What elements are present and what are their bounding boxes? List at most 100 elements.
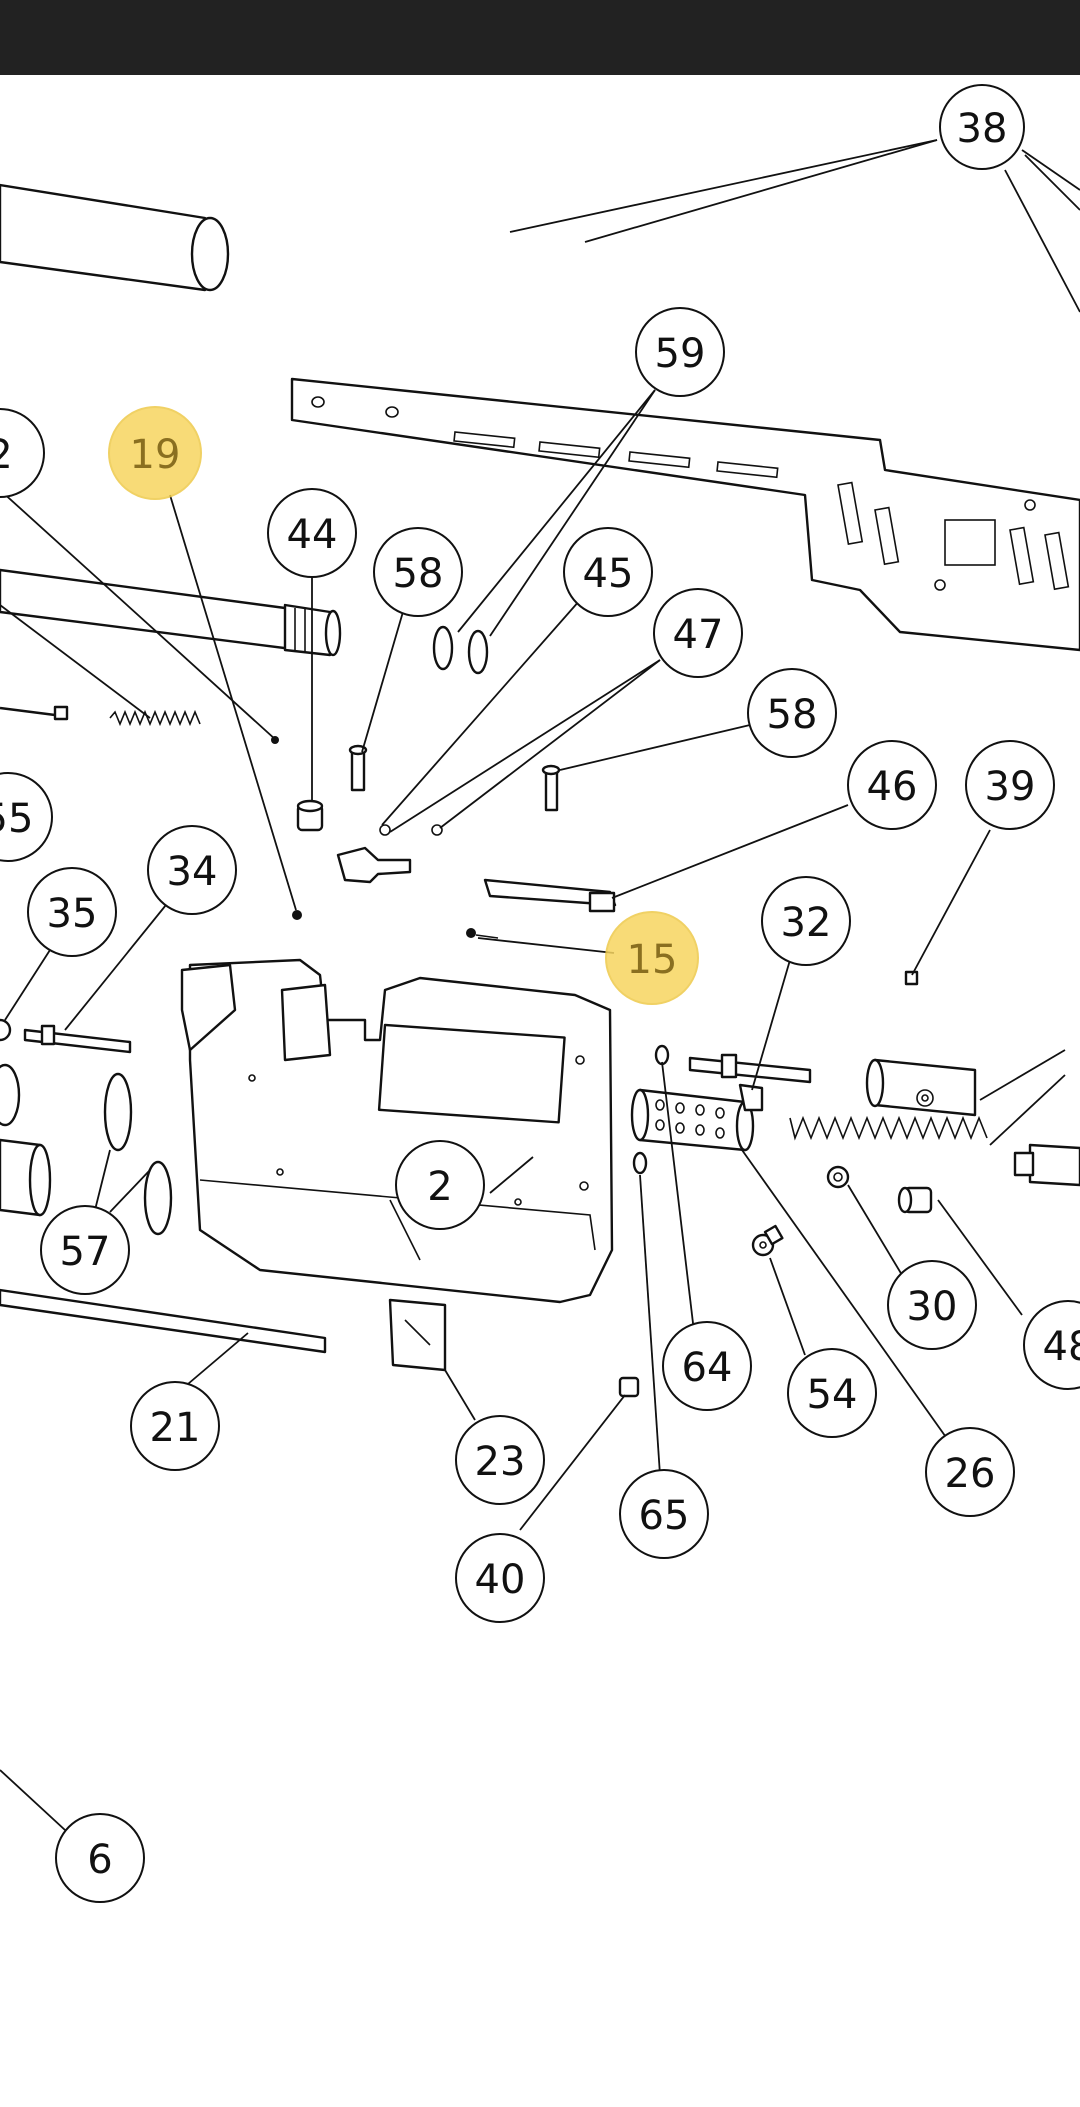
ball-15-part xyxy=(466,928,499,939)
callout-highlight xyxy=(108,406,202,500)
callout-19: 19 xyxy=(108,406,202,500)
exploded-parts-diagram: 3859192445845475846395534351532257304864… xyxy=(0,84,1080,1903)
callout-ring xyxy=(1023,1300,1080,1390)
callout-label: 30 xyxy=(907,1284,958,1330)
callout-15: 15 xyxy=(605,911,699,1005)
callout-ring xyxy=(27,867,117,957)
o-ring-57a-part xyxy=(103,1072,133,1152)
callout-38: 38 xyxy=(939,84,1025,170)
lever-46-part xyxy=(483,878,617,913)
callout-26: 26 xyxy=(925,1427,1015,1517)
bracket-23-part xyxy=(388,1298,447,1372)
bracket-47-part xyxy=(336,824,443,884)
callout-ring xyxy=(0,772,53,862)
callout-label: 57 xyxy=(60,1229,111,1275)
callout-21: 21 xyxy=(130,1381,220,1471)
callout-ring xyxy=(653,588,743,678)
callout-label: 64 xyxy=(682,1345,733,1391)
callout-label: 47 xyxy=(673,612,724,658)
valve-tube-part xyxy=(0,568,342,657)
callout-label: 6 xyxy=(87,1837,112,1883)
callout-highlight xyxy=(605,911,699,1005)
bushing-48-part xyxy=(897,1186,933,1214)
callout-46: 46 xyxy=(847,740,937,830)
callout-ring xyxy=(373,527,463,617)
rod-21-part xyxy=(0,1288,327,1354)
callout-48: 48 xyxy=(1023,1300,1080,1390)
callout-ring xyxy=(40,1205,130,1295)
bushing-40-part xyxy=(618,1376,640,1398)
callout-ring xyxy=(847,740,937,830)
callout-ring xyxy=(619,1469,709,1559)
washer-35-part xyxy=(0,1018,12,1042)
pin-58-part xyxy=(348,744,368,792)
callout-ring xyxy=(761,876,851,966)
callout-ring xyxy=(635,307,725,397)
pin-part xyxy=(0,705,69,721)
washer-30-part xyxy=(826,1165,850,1189)
callout-ring xyxy=(965,740,1055,830)
callout-45: 45 xyxy=(563,527,653,617)
callout-label: 58 xyxy=(393,551,444,597)
air-tube-part xyxy=(0,183,230,292)
callout-ring xyxy=(747,668,837,758)
callout-ring xyxy=(455,1533,545,1623)
receiver-body-part xyxy=(180,958,614,1304)
pin-58b-part xyxy=(541,764,561,812)
callout-label: 39 xyxy=(985,764,1036,810)
callout-ring xyxy=(887,1260,977,1350)
callout-label: 58 xyxy=(767,692,818,738)
callout-6: 6 xyxy=(55,1813,145,1903)
ring-65-part xyxy=(632,1151,648,1175)
callout-label: 2 xyxy=(0,432,13,478)
callout-65: 65 xyxy=(619,1469,709,1559)
callout-label: 19 xyxy=(130,432,181,478)
callout-ring xyxy=(925,1427,1015,1517)
callout-2: 2 xyxy=(395,1140,485,1230)
callout-label: 35 xyxy=(47,891,98,937)
callout-ring xyxy=(939,84,1025,170)
spring-part-small xyxy=(109,709,201,727)
rail-plate-part xyxy=(290,377,1080,652)
callout-58: 58 xyxy=(373,527,463,617)
spring-part-large xyxy=(789,1115,988,1141)
callout-label: 45 xyxy=(583,551,634,597)
callout-57: 57 xyxy=(40,1205,130,1295)
callout-label: 26 xyxy=(945,1451,996,1497)
callout-47: 47 xyxy=(653,588,743,678)
callout-ring xyxy=(395,1140,485,1230)
callout-ring xyxy=(563,527,653,617)
callout-30: 30 xyxy=(887,1260,977,1350)
tube-55-part xyxy=(0,1063,52,1217)
callout-label: 48 xyxy=(1043,1324,1080,1370)
o-ring-part xyxy=(467,629,489,675)
callout-2: 2 xyxy=(0,408,45,498)
callout-ring xyxy=(55,1813,145,1903)
callout-label: 54 xyxy=(807,1372,858,1418)
callout-23: 23 xyxy=(455,1415,545,1505)
callout-label: 23 xyxy=(475,1439,526,1485)
callout-label: 15 xyxy=(627,937,678,983)
callout-ring xyxy=(787,1348,877,1438)
callout-32: 32 xyxy=(761,876,851,966)
callout-label: 46 xyxy=(867,764,918,810)
o-ring-part xyxy=(432,625,454,671)
callout-44: 44 xyxy=(267,488,357,578)
callout-58: 58 xyxy=(747,668,837,758)
callout-label: 21 xyxy=(150,1405,201,1451)
callout-ring xyxy=(130,1381,220,1471)
callout-label: 40 xyxy=(475,1557,526,1603)
sleeve-26-part xyxy=(630,1083,764,1152)
callout-label: 55 xyxy=(0,796,33,842)
cap-part xyxy=(1013,1143,1080,1187)
callout-59: 59 xyxy=(635,307,725,397)
ball-19-part xyxy=(292,910,302,920)
leader-lines xyxy=(0,139,1080,1831)
set-screw-39-part xyxy=(904,970,919,986)
callout-35: 35 xyxy=(27,867,117,957)
screw-54-part xyxy=(751,1224,784,1257)
callout-label: 2 xyxy=(427,1164,452,1210)
callouts: 3859192445845475846395534351532257304864… xyxy=(0,84,1080,1903)
callout-label: 65 xyxy=(639,1493,690,1539)
callout-ring xyxy=(147,825,237,915)
